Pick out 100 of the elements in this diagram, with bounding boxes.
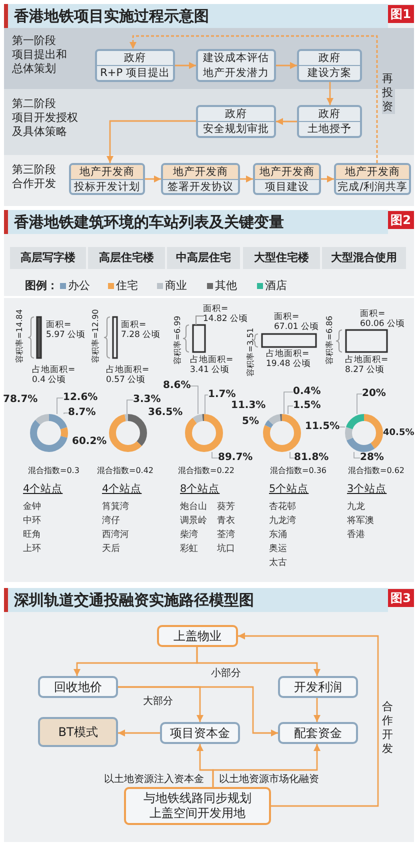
station-count: 4个站点 bbox=[23, 482, 63, 496]
stage-band bbox=[4, 28, 414, 89]
box-heading: 地产开发商 bbox=[336, 165, 409, 179]
percent-label: 8.7% bbox=[68, 407, 96, 419]
stage-description: 项目提出和总体策划 bbox=[12, 48, 68, 76]
donut-chart bbox=[185, 414, 223, 452]
process-box: 与地铁线路同步规划上盖空间开发用地 bbox=[124, 787, 271, 825]
station-name: 炮台山 bbox=[180, 502, 207, 513]
box-heading: 政府 bbox=[318, 51, 342, 65]
column-header: 大型住宅楼 bbox=[243, 247, 320, 269]
area-label: 占地面积=8.27 公顷 bbox=[345, 355, 388, 375]
box-text: 建设成本评估 bbox=[202, 51, 270, 66]
stage-description: 项目开发授权及具体策略 bbox=[12, 111, 79, 139]
box-text: 签署开发协议 bbox=[163, 179, 238, 193]
process-box: 上盖物业 bbox=[157, 625, 238, 647]
legend-title: 图例： bbox=[25, 279, 58, 293]
panel bbox=[4, 4, 414, 206]
stage-heading: 第二阶段 bbox=[12, 97, 56, 111]
percent-label: 89.7% bbox=[218, 452, 253, 464]
process-box bbox=[253, 163, 321, 195]
stage-band bbox=[4, 89, 414, 155]
percent-label: 11.5% bbox=[305, 421, 340, 433]
column-header: 高层住宅楼 bbox=[88, 247, 165, 269]
arrow bbox=[56, 398, 64, 414]
station-count: 8个站点 bbox=[180, 482, 220, 496]
station-name: 天后 bbox=[102, 544, 120, 555]
box-heading: 政府 bbox=[224, 107, 248, 121]
arrow bbox=[106, 120, 196, 163]
ratio-label: 容积率=12.90 bbox=[91, 309, 101, 363]
arrow bbox=[196, 647, 320, 676]
index-label: 混合指数=0.3 bbox=[28, 466, 80, 476]
station-name: 柴湾 bbox=[180, 530, 198, 541]
donut-chart bbox=[263, 414, 301, 452]
arrow bbox=[276, 118, 297, 125]
figure-badge: 图2 bbox=[388, 211, 414, 229]
arrow bbox=[212, 744, 320, 787]
area-label: 面积=60.06 公顷 bbox=[360, 309, 406, 329]
area-label: 面积=14.82 公顷 bbox=[203, 304, 248, 324]
process-box bbox=[196, 105, 276, 138]
box-text: 地产开发潜力 bbox=[202, 66, 270, 80]
arrow bbox=[126, 400, 134, 414]
station-count: 3个站点 bbox=[347, 482, 387, 496]
arrow bbox=[145, 176, 161, 182]
index-label: 混合指数=0.36 bbox=[270, 466, 327, 476]
station-name: 彩虹 bbox=[180, 544, 198, 555]
box-text: 投标开发计划 bbox=[71, 179, 143, 193]
panel-title: 香港地铁建筑环境的车站列表及关键变量 bbox=[4, 210, 388, 234]
column-header: 大型混合使用 bbox=[322, 247, 406, 269]
process-box bbox=[297, 49, 362, 82]
percent-label: 3.3% bbox=[133, 394, 161, 406]
ratio-label: 容积率=6.99 bbox=[173, 316, 183, 364]
stage-heading: 第三阶段 bbox=[12, 163, 56, 177]
percent-label: 5% bbox=[242, 416, 259, 428]
area-label: 占地面积=0.4 公顷 bbox=[32, 365, 76, 385]
legend-label: 其他 bbox=[215, 279, 237, 293]
percent-label: 0.4% bbox=[293, 386, 321, 398]
panel-title: 香港地铁项目实施过程示意图 bbox=[4, 4, 388, 28]
station-name: 调景岭 bbox=[180, 516, 207, 527]
box-text: 完成/利润共享 bbox=[336, 179, 409, 193]
station-name: 西湾河 bbox=[102, 530, 129, 541]
index-label: 混合指数=0.62 bbox=[348, 466, 405, 476]
box-heading: 地产开发商 bbox=[71, 165, 143, 179]
legend-label: 住宅 bbox=[116, 279, 138, 293]
legend-label: 商业 bbox=[165, 279, 187, 293]
station-name: 九龙湾 bbox=[269, 516, 296, 527]
station-name: 九龙 bbox=[347, 502, 365, 513]
panel bbox=[4, 588, 414, 842]
arrow bbox=[290, 452, 294, 458]
arrow bbox=[276, 62, 297, 69]
percent-label: 81.8% bbox=[294, 452, 329, 464]
arrow bbox=[118, 686, 278, 736]
legend-label: 办公 bbox=[68, 279, 90, 293]
process-box bbox=[95, 49, 175, 82]
station-name: 东涌 bbox=[269, 530, 287, 541]
box-text: 土地授予 bbox=[299, 121, 360, 136]
percent-label: 78.7% bbox=[3, 394, 38, 406]
process-box bbox=[297, 105, 362, 138]
percent-label: 60.2% bbox=[72, 436, 107, 448]
index-label: 混合指数=0.42 bbox=[97, 466, 154, 476]
process-box bbox=[69, 163, 145, 195]
edge-label: 大部分 bbox=[142, 696, 174, 708]
legend-label: 酒店 bbox=[265, 279, 287, 293]
process-box: 配套资金 bbox=[278, 722, 358, 744]
stage-heading: 第一阶段 bbox=[12, 34, 56, 48]
area-label: 占地面积=3.41 公顷 bbox=[190, 355, 234, 375]
process-box: 回收地价 bbox=[38, 676, 118, 698]
stage-description: 合作开发 bbox=[12, 177, 57, 191]
station-count: 5个站点 bbox=[269, 482, 309, 496]
box-text: R+P 项目提出 bbox=[97, 65, 173, 80]
station-name: 旺角 bbox=[23, 530, 41, 541]
arrow bbox=[288, 406, 294, 414]
panel-title: 深圳轨道交通投融资实施路径模型图 bbox=[4, 588, 388, 612]
ratio-label: 容积率=6.86 bbox=[325, 316, 335, 364]
percent-label: 40.5% bbox=[383, 427, 414, 439]
ratio-label: 容积率=14.84 bbox=[15, 309, 25, 363]
process-box bbox=[334, 163, 411, 195]
percent-label: 11.3% bbox=[231, 400, 266, 412]
edge-label: 小部分 bbox=[210, 668, 242, 680]
station-name: 筲箕湾 bbox=[102, 502, 129, 513]
arrow bbox=[240, 176, 253, 182]
